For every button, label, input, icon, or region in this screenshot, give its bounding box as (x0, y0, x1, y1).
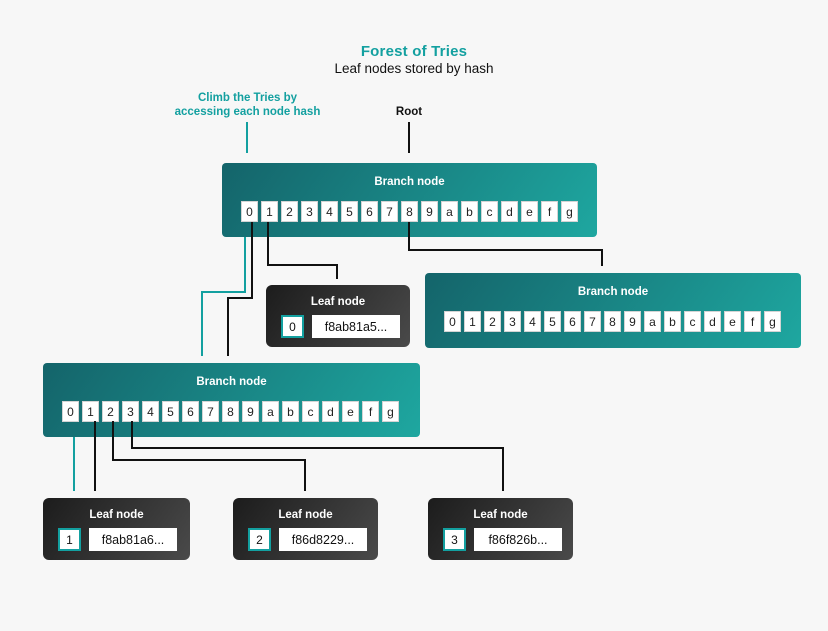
branch-cell-8: 8 (401, 201, 418, 222)
leaf-hash-value: f8ab81a6... (89, 528, 177, 551)
climb-annotation: Climb the Tries by accessing each node h… (150, 92, 345, 119)
leaf-node-title: Leaf node (473, 509, 528, 521)
branch-cell-e: e (521, 201, 538, 222)
branch-cell-3: 3 (504, 311, 521, 332)
climb-annotation-line2: accessing each node hash (174, 105, 321, 118)
path-root-cell0-to-branch-child (227, 222, 253, 356)
page-title: Forest of Tries (360, 43, 468, 60)
branch-cell-5: 5 (162, 401, 179, 422)
branch-cell-4: 4 (524, 311, 541, 332)
branch-cell-1: 1 (261, 201, 278, 222)
branch-node-title: Branch node (196, 376, 267, 388)
branch-cell-f: f (744, 311, 761, 332)
root-annotation: Root (395, 106, 423, 118)
branch-cell-c: c (684, 311, 701, 332)
leaf-index-cell: 2 (248, 528, 271, 551)
branch-cell-b: b (461, 201, 478, 222)
branch-node-title: Branch node (374, 176, 445, 188)
climb-path-root-to-branch-child (201, 237, 246, 356)
branch-cell-1: 1 (464, 311, 481, 332)
page-subtitle: Leaf nodes stored by hash (334, 61, 494, 76)
branch-cell-6: 6 (182, 401, 199, 422)
branch-cell-d: d (501, 201, 518, 222)
climb-annotation-line1: Climb the Tries by (197, 92, 298, 104)
leaf-node-3: Leaf node 3 f86f826b... (428, 498, 573, 560)
branch-cell-3: 3 (301, 201, 318, 222)
branch-cell-g: g (764, 311, 781, 332)
branch-node-title: Branch node (577, 286, 649, 298)
branch-cell-9: 9 (242, 401, 259, 422)
branch-cell-e: e (342, 401, 359, 422)
branch-cell-7: 7 (202, 401, 219, 422)
branch-cell-f: f (541, 201, 558, 222)
branch-cell-g: g (561, 201, 578, 222)
branch-cell-3: 3 (122, 401, 139, 422)
branch-cell-a: a (441, 201, 458, 222)
branch-cell-f: f (362, 401, 379, 422)
branch-cell-b: b (282, 401, 299, 422)
leaf-index-cell: 3 (443, 528, 466, 551)
branch-cell-5: 5 (341, 201, 358, 222)
branch-cell-7: 7 (381, 201, 398, 222)
branch-cell-0: 0 (444, 311, 461, 332)
branch-cell-5: 5 (544, 311, 561, 332)
branch-cell-2: 2 (281, 201, 298, 222)
branch-cell-2: 2 (484, 311, 501, 332)
branch-cell-a: a (644, 311, 661, 332)
branch-cell-2: 2 (102, 401, 119, 422)
branch-cell-9: 9 (421, 201, 438, 222)
branch-cell-0: 0 (241, 201, 258, 222)
branch-cell-e: e (724, 311, 741, 332)
branch-cell-6: 6 (564, 311, 581, 332)
leaf-node-0: Leaf node 0 f8ab81a5... (266, 285, 410, 347)
branch-cell-b: b (664, 311, 681, 332)
leaf-index-cell: 1 (58, 528, 81, 551)
branch-cell-9: 9 (624, 311, 641, 332)
leaf-hash-value: f8ab81a5... (312, 315, 400, 338)
branch-cell-6: 6 (361, 201, 378, 222)
leaf-node-1: Leaf node 1 f8ab81a6... (43, 498, 190, 560)
branch-cell-7: 7 (584, 311, 601, 332)
branch-cell-d: d (322, 401, 339, 422)
leaf-hash-value: f86f826b... (474, 528, 562, 551)
branch-cell-4: 4 (142, 401, 159, 422)
leaf-hash-value: f86d8229... (279, 528, 367, 551)
branch-cell-g: g (382, 401, 399, 422)
branch-cell-a: a (262, 401, 279, 422)
branch-cell-c: c (481, 201, 498, 222)
leaf-node-title: Leaf node (310, 296, 366, 308)
branch-cell-8: 8 (222, 401, 239, 422)
branch-cell-8: 8 (604, 311, 621, 332)
branch-cell-4: 4 (321, 201, 338, 222)
branch-cell-1: 1 (82, 401, 99, 422)
leaf-index-cell: 0 (281, 315, 304, 338)
leaf-node-2: Leaf node 2 f86d8229... (233, 498, 378, 560)
branch-cell-d: d (704, 311, 721, 332)
branch-cell-c: c (302, 401, 319, 422)
branch-cell-0: 0 (62, 401, 79, 422)
leaf-node-title: Leaf node (278, 509, 333, 521)
leaf-node-title: Leaf node (89, 509, 144, 521)
